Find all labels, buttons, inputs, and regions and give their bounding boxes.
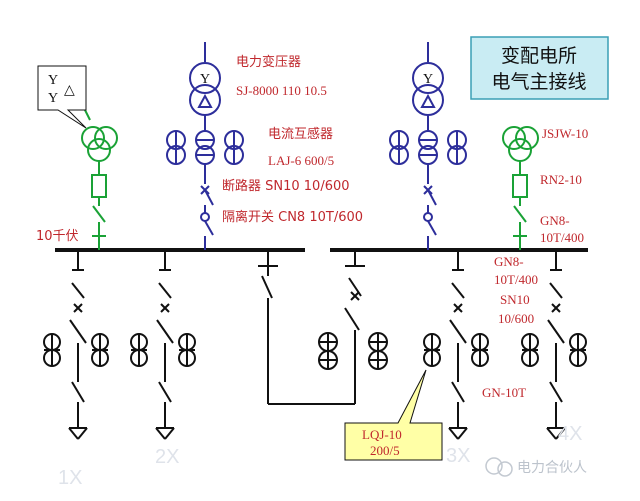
label-feeder-breaker-2: 10/600 xyxy=(498,311,534,326)
voltage-transformer-right xyxy=(502,126,539,250)
label-pt-model: JSJW-10 xyxy=(542,126,588,141)
label-feeder-breaker-1: SN10 xyxy=(500,292,530,307)
winding-label-2: Y xyxy=(48,91,58,106)
label-transformer-name: 电力变压器 xyxy=(236,54,301,70)
label-feeder-switch-1: GN8- xyxy=(494,254,524,269)
watermark-text: 电力合伙人 xyxy=(517,460,587,476)
feeder-label-2: 2X xyxy=(155,446,179,468)
transformer-winding-symbol: Y xyxy=(200,72,210,87)
incoming-feeder-left: Y xyxy=(166,42,244,250)
svg-text:Y: Y xyxy=(423,72,433,87)
ct-callout: LQJ-10 200/5 xyxy=(344,369,443,461)
label-pt-switch-1: GN8- xyxy=(540,213,570,228)
feeder-label-4: 4X xyxy=(558,423,582,445)
label-disconnector: 隔离开关 CN8 10T/600 xyxy=(222,209,363,225)
callout-line-1: LQJ-10 xyxy=(362,427,402,442)
label-feeder-disconnector: GN-10T xyxy=(482,385,526,400)
label-bus-voltage: 10千伏 xyxy=(36,229,79,244)
label-feeder-switch-2: 10T/400 xyxy=(494,272,538,287)
label-ct-model: LAJ-6 600/5 xyxy=(268,153,334,168)
title-line-2: 电气主接线 xyxy=(491,71,586,93)
winding-label-1: Y xyxy=(48,73,58,88)
label-breaker: 断路器 SN10 10/600 xyxy=(222,178,350,194)
outgoing-feeder-1: 1X xyxy=(43,250,109,489)
outgoing-feeder-3: 3X xyxy=(423,250,489,467)
label-transformer-model: SJ-8000 110 10.5 xyxy=(236,83,327,98)
label-fuse-model: RN2-10 xyxy=(540,172,582,187)
outgoing-feeder-4: 4X xyxy=(521,250,587,445)
label-ct-name: 电流互感器 xyxy=(268,126,333,142)
bus-tie xyxy=(258,250,388,405)
feeder-label-3: 3X xyxy=(446,445,470,467)
title-line-1: 变配电所 xyxy=(501,45,577,67)
title-box: 变配电所 电气主接线 xyxy=(470,36,609,100)
incoming-feeder-right: Y xyxy=(389,42,467,250)
feeder-label-1: 1X xyxy=(58,467,82,489)
label-pt-switch-2: 10T/400 xyxy=(540,230,584,245)
outgoing-feeder-2: 2X xyxy=(130,250,196,468)
winding-callout: Y Y △ xyxy=(37,65,87,129)
callout-line-2: 200/5 xyxy=(370,443,400,458)
voltage-transformer-left xyxy=(79,99,118,250)
watermark: 电力合伙人 xyxy=(485,457,587,477)
winding-delta: △ xyxy=(64,83,75,98)
